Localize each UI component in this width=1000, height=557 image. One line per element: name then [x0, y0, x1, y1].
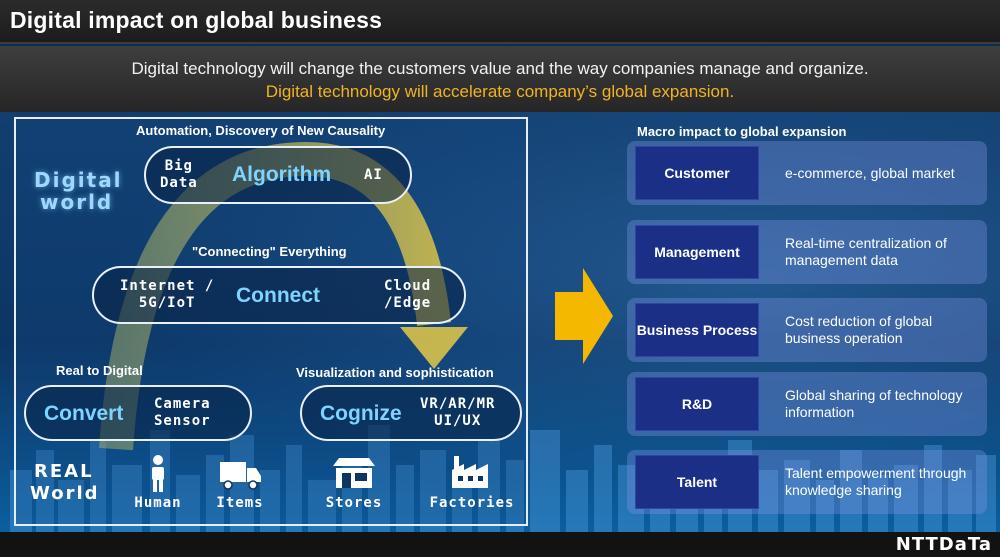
macro-desc-talent: Talent empowerment through knowledge sha… — [785, 465, 967, 498]
sensor-line: Sensor — [154, 413, 211, 429]
convert-pill: Convert Camera Sensor — [24, 385, 252, 441]
real-world-line1: REAL — [34, 461, 94, 482]
store-icon — [333, 458, 375, 488]
page-title: Digital impact on global business — [10, 7, 383, 33]
vr-ar-mr-label: VR/AR/MR UI/UX — [420, 396, 495, 430]
caption-real-to-digital: Real to Digital — [56, 363, 143, 378]
digital-real-world-panel: Automation, Discovery of New Causality D… — [14, 117, 528, 526]
big-data-line1: Big — [164, 158, 193, 174]
algorithm-pill: Big Data Algorithm AI — [144, 146, 412, 204]
internet-line: Internet / — [120, 278, 215, 294]
items-label: Items — [216, 495, 264, 511]
macro-row-management: Management Real-time centralization of m… — [627, 220, 987, 284]
caption-automation: Automation, Discovery of New Causality — [136, 123, 386, 138]
macro-desc-rnd: Global sharing of technology information — [785, 387, 963, 420]
stores-label: Stores — [325, 495, 383, 511]
big-data-label: Big Data — [160, 158, 198, 192]
macro-desc-management: Real-time centralization of management d… — [785, 235, 947, 268]
macro-desc-customer: e-commerce, global market — [785, 164, 955, 181]
ui-ux-line: UI/UX — [434, 413, 482, 429]
5g-iot-line: 5G/IoT — [138, 295, 196, 311]
cloud-edge-label: Cloud /Edge — [384, 278, 431, 312]
macro-row-talent: Talent Talent empowerment through knowle… — [627, 450, 987, 514]
cloud-line: Cloud — [384, 278, 432, 294]
real-item-items: Items — [208, 454, 272, 511]
macro-label-rnd: R&D — [635, 377, 759, 431]
macro-label-management: Management — [635, 225, 759, 279]
truck-icon — [220, 462, 261, 490]
ntt-data-logo: NTTDaTa — [895, 534, 992, 555]
caption-connecting: "Connecting" Everything — [192, 244, 347, 259]
internet-5g-iot-label: Internet / 5G/IoT — [120, 278, 214, 312]
digital-world-label-line2: world — [40, 190, 114, 214]
caption-visualization: Visualization and sophistication — [296, 365, 494, 380]
big-data-line2: Data — [160, 175, 198, 191]
connect-label: Connect — [236, 284, 320, 307]
real-world-label: REAL World — [30, 461, 100, 505]
vr-ar-mr-line: VR/AR/MR — [420, 396, 496, 412]
expansion-arrow-icon — [555, 268, 613, 364]
camera-line: Camera — [154, 396, 211, 412]
macro-row-customer: Customer e-commerce, global market — [627, 141, 987, 205]
footer-bar: NTTDaTa — [0, 532, 1000, 557]
macro-label-customer: Customer — [635, 146, 759, 200]
macro-label-talent: Talent — [635, 455, 759, 509]
real-item-stores: Stores — [318, 454, 390, 511]
edge-line: /Edge — [384, 295, 432, 311]
macro-impact-title: Macro impact to global expansion — [637, 124, 847, 139]
cognize-pill: Cognize VR/AR/MR UI/UX — [300, 385, 522, 441]
cognize-label: Cognize — [320, 402, 402, 425]
convert-label: Convert — [44, 402, 124, 425]
digital-world-label: Digital world — [34, 169, 123, 213]
camera-sensor-label: Camera Sensor — [154, 396, 211, 430]
person-icon — [152, 455, 164, 492]
factories-label: Factories — [429, 495, 515, 511]
title-bar: Digital impact on global business — [0, 0, 1000, 44]
macro-desc-business-process: Cost reduction of global business operat… — [785, 313, 933, 346]
ai-label: AI — [364, 167, 383, 183]
subtitle-line-2: Digital technology will accelerate compa… — [265, 82, 735, 101]
connect-pill: Internet / 5G/IoT Connect Cloud /Edge — [92, 266, 466, 324]
digital-world-label-line1: Digital — [34, 168, 123, 192]
macro-row-business-process: Business Process Cost reduction of globa… — [627, 298, 987, 362]
subtitle-bar: Digital technology will change the custo… — [0, 46, 1000, 112]
real-item-factories: Factories — [420, 454, 524, 511]
algorithm-label: Algorithm — [232, 163, 332, 186]
subtitle-line-1: Digital technology will change the custo… — [131, 59, 869, 78]
macro-row-rnd: R&D Global sharing of technology informa… — [627, 372, 987, 436]
real-world-line2: World — [30, 483, 100, 504]
real-item-human: Human — [120, 454, 196, 511]
factory-icon — [452, 456, 488, 488]
human-label: Human — [134, 495, 182, 511]
macro-label-business-process: Business Process — [635, 303, 759, 357]
